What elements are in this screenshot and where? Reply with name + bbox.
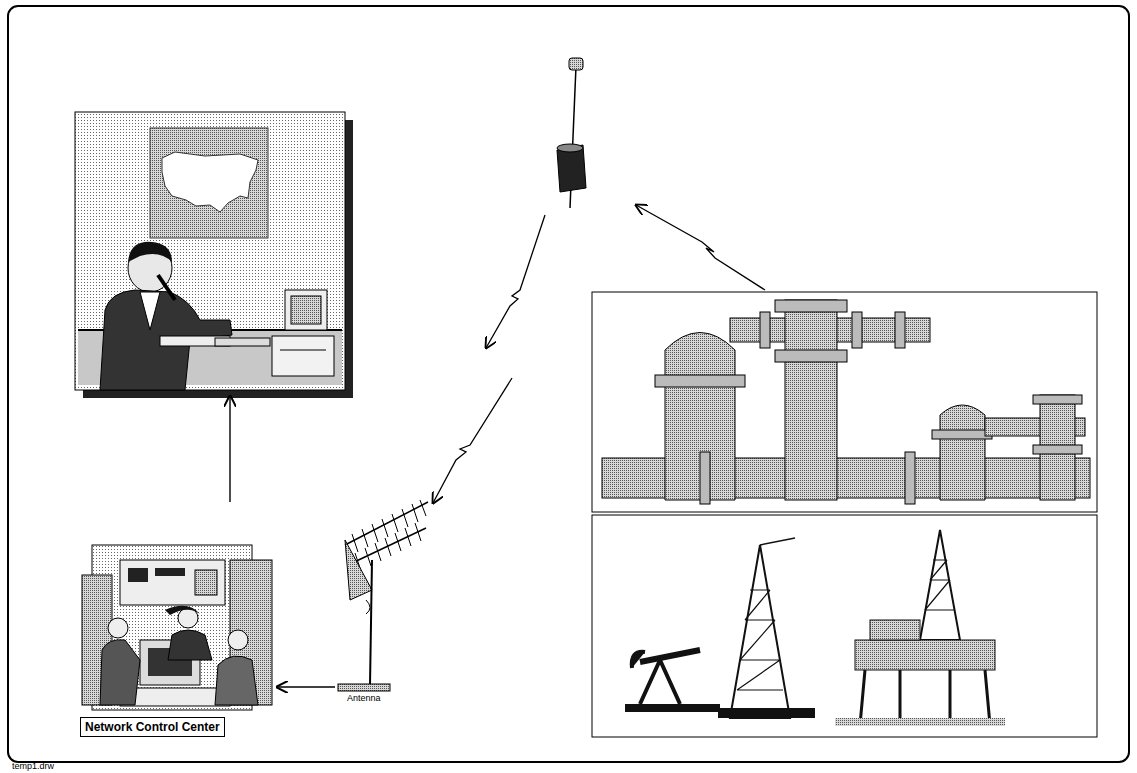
office-scene: [75, 112, 353, 398]
radio-link: [636, 205, 765, 290]
flow-arrow: [277, 686, 335, 687]
radio-link: [433, 378, 512, 503]
antenna-label: Antenna: [346, 693, 382, 703]
station-label: Network Control Center: [80, 717, 225, 737]
radio-link: [486, 215, 545, 348]
diagram-node: Antenna: [338, 495, 433, 710]
frame: [8, 6, 1129, 762]
antenna-symbol: [338, 500, 428, 691]
file-name: temp1.drw: [12, 761, 54, 771]
satellite: [557, 58, 586, 208]
flow-arrow: [229, 396, 230, 502]
diagram-node: Network Control Center: [80, 540, 275, 740]
pipeline-scene: [592, 292, 1097, 512]
control-center-scene: [82, 545, 272, 710]
oil-rigs: [592, 515, 1097, 737]
